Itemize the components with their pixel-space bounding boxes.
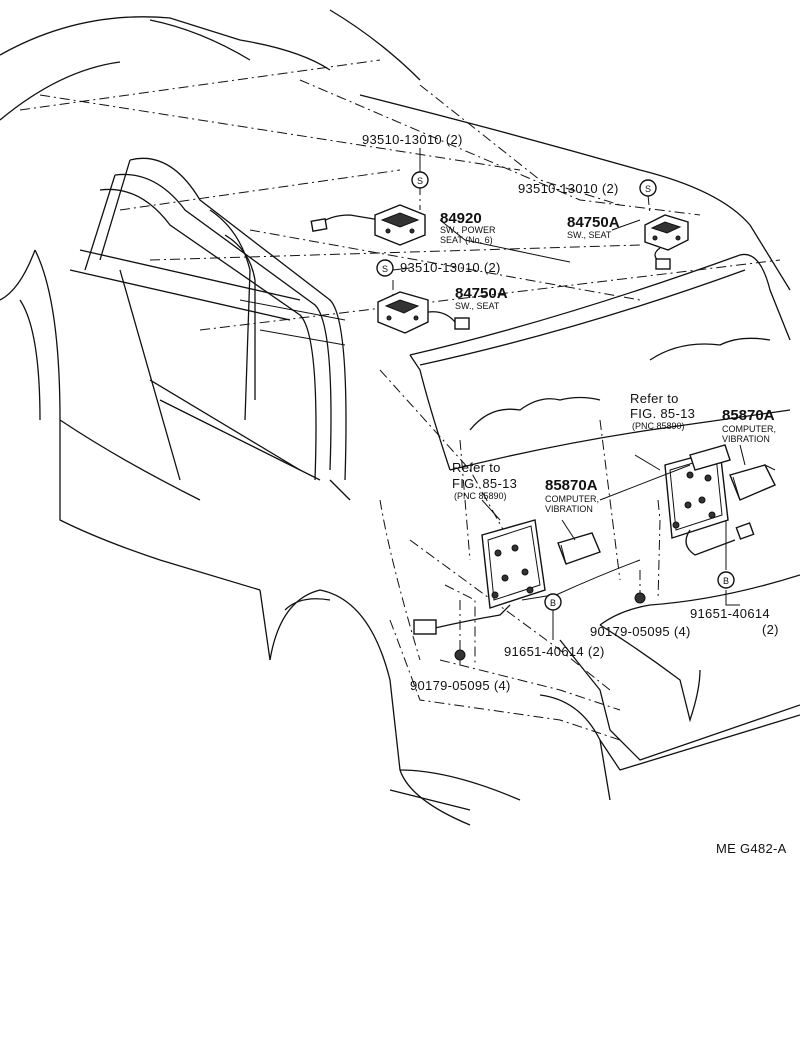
- svg-text:S: S: [645, 184, 651, 194]
- label-computer-right-desc-1: COMPUTER,: [722, 424, 776, 434]
- marker-b-2: B: [544, 593, 562, 611]
- label-bolt-top-1: 93510-13010 (2): [362, 132, 463, 147]
- label-sw-seat-left-pn: 84750A: [455, 285, 508, 302]
- label-computer-left-pn: 85870A: [545, 477, 598, 494]
- computer-vibration-left: [557, 532, 601, 565]
- label-sw-seat-right-pn: 84750A: [567, 214, 620, 231]
- nut-icon-2: [454, 649, 466, 661]
- harness-left: [413, 604, 511, 635]
- marker-s-2: S: [639, 179, 657, 197]
- label-sw-seat-right-desc: SW., SEAT: [567, 230, 612, 240]
- label-refer-left-3: (PNC 85890): [454, 491, 507, 501]
- marker-b-1: B: [717, 571, 735, 589]
- switch-seat-84750a-left: [377, 291, 470, 334]
- label-bolt-mid: 93510-13010 (2): [400, 260, 501, 275]
- label-refer-right-2: FIG. 85-13: [630, 406, 695, 421]
- label-refer-left-1: Refer to: [452, 460, 501, 475]
- marker-s-3: S: [376, 259, 394, 277]
- vehicle-body-outline: [0, 9, 800, 826]
- figure-code: ME G482-A: [716, 841, 787, 856]
- label-refer-right-1: Refer to: [630, 391, 679, 406]
- label-screw-left: 91651-40614 (2): [504, 644, 605, 659]
- label-nut-right: 90179-05095 (4): [590, 624, 691, 639]
- label-power-seat-desc-2: SEAT (No. 6): [440, 235, 493, 245]
- label-sw-seat-left-desc: SW., SEAT: [455, 301, 500, 311]
- switch-power-seat-84920: [310, 204, 426, 246]
- marker-s-1: S: [411, 171, 429, 189]
- label-power-seat-desc-1: SW., POWER: [440, 225, 496, 235]
- seat-back-panel-right: [664, 444, 731, 539]
- label-computer-left-desc-1: COMPUTER,: [545, 494, 599, 504]
- label-computer-right-pn: 85870A: [722, 407, 775, 424]
- label-screw-right: 91651-40614: [690, 606, 770, 621]
- label-refer-right-3: (PNC 85890): [632, 421, 685, 431]
- computer-vibration-right: [729, 464, 776, 501]
- label-screw-right-qty: (2): [762, 622, 779, 637]
- seat-back-panel-left: [481, 519, 546, 609]
- labels: 93510-13010 (2) 93510-13010 (2) 93510-13…: [362, 132, 787, 856]
- nut-icon-1: [634, 592, 646, 604]
- label-power-seat-pn: 84920: [440, 210, 482, 227]
- switch-seat-84750a-right: [644, 214, 689, 270]
- label-refer-left-2: FIG. 85-13: [452, 476, 517, 491]
- label-computer-left-desc-2: VIBRATION: [545, 504, 593, 514]
- svg-text:B: B: [723, 576, 729, 586]
- label-nut-left: 90179-05095 (4): [410, 678, 511, 693]
- label-bolt-top-2: 93510-13010 (2): [518, 181, 619, 196]
- harness-right: [685, 522, 755, 556]
- svg-text:B: B: [550, 598, 556, 608]
- svg-text:S: S: [417, 176, 423, 186]
- svg-text:S: S: [382, 264, 388, 274]
- label-computer-right-desc-2: VIBRATION: [722, 434, 770, 444]
